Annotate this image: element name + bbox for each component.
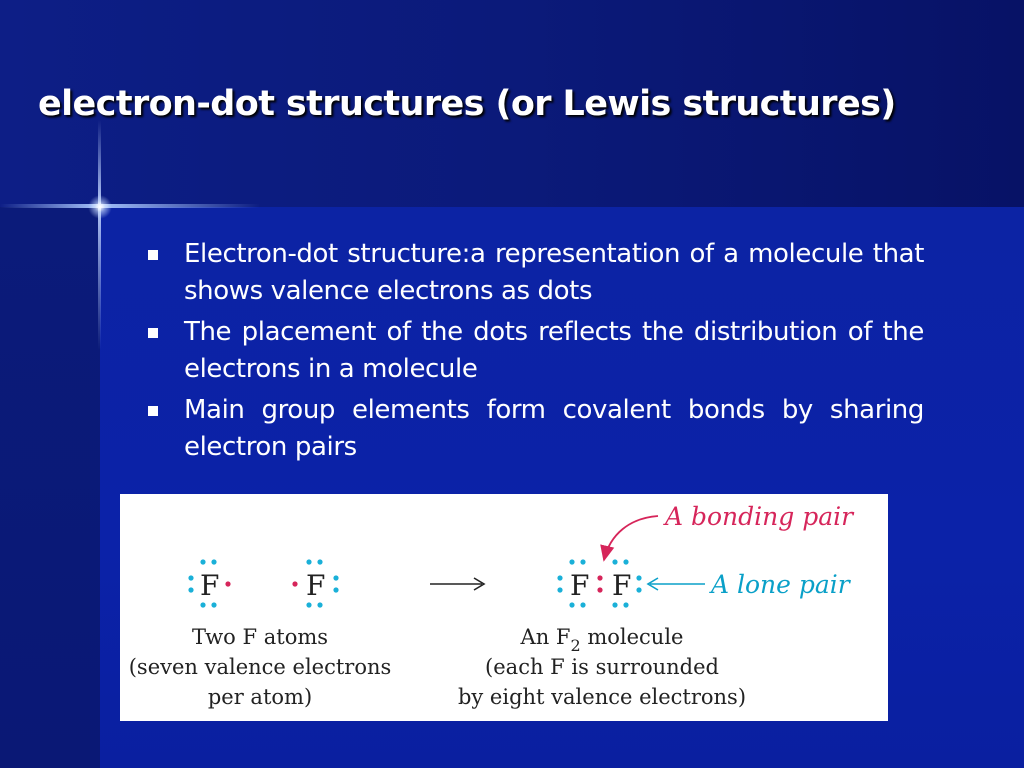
bonding-electron-dot: [597, 575, 603, 581]
bullet-item: The placement of the dots reflects the d…: [146, 314, 924, 388]
lewis-diagram: F F F F: [129, 502, 855, 709]
bullet-item: Main group elements form covalent bonds …: [146, 392, 924, 466]
reaction-arrow-icon: [430, 577, 486, 591]
bullet-item: Electron-dot structure:a representation …: [146, 236, 924, 310]
bullet-text: Main group elements form covalent bonds …: [184, 395, 924, 462]
bullet-text: The placement of the dots reflects the d…: [184, 317, 924, 384]
sparkle-horizontal: [0, 204, 260, 208]
caption-line: (seven valence electrons: [129, 655, 392, 679]
bullet-text: Electron-dot structure:a representation …: [184, 239, 924, 306]
unpaired-electron-dot: [225, 581, 231, 587]
sparkle-star-icon: [88, 195, 112, 219]
sparkle-vertical: [98, 120, 101, 350]
atom-symbol: F: [612, 569, 631, 602]
lone-pair-label: A lone pair: [709, 570, 852, 599]
bonding-pair-arrow-icon: [600, 515, 659, 562]
bonding-electron-dot: [597, 587, 603, 593]
fluorine-atom-right: F: [292, 559, 339, 608]
square-bullet-icon: [148, 328, 158, 338]
caption-line: Two F atoms: [192, 625, 328, 649]
left-caption: Two F atoms (seven valence electrons per…: [129, 625, 392, 709]
caption-line: by eight valence electrons): [458, 685, 746, 709]
atom-symbol: F: [306, 569, 325, 602]
left-bar-background: [0, 207, 100, 768]
fluorine-atom-left: F: [188, 559, 231, 608]
square-bullet-icon: [148, 250, 158, 260]
caption-line-molecule: An F2 molecule: [520, 625, 684, 655]
lewis-structure-figure: F F F F: [120, 494, 888, 721]
lone-pair-arrow-icon: [646, 577, 705, 591]
caption-line: (each F is surrounded: [485, 655, 719, 679]
f2-molecule: F F: [557, 559, 642, 608]
slide-title: electron-dot structures (or Lewis struct…: [38, 84, 896, 124]
header-background: [0, 0, 1024, 207]
bonding-pair-label: A bonding pair: [663, 502, 855, 531]
atom-symbol: F: [200, 569, 219, 602]
bullet-list: Electron-dot structure:a representation …: [146, 236, 924, 470]
unpaired-electron-dot: [292, 581, 298, 587]
square-bullet-icon: [148, 406, 158, 416]
right-caption: An F2 molecule (each F is surrounded by …: [458, 625, 746, 709]
caption-line: per atom): [208, 685, 312, 709]
atom-symbol: F: [570, 569, 589, 602]
